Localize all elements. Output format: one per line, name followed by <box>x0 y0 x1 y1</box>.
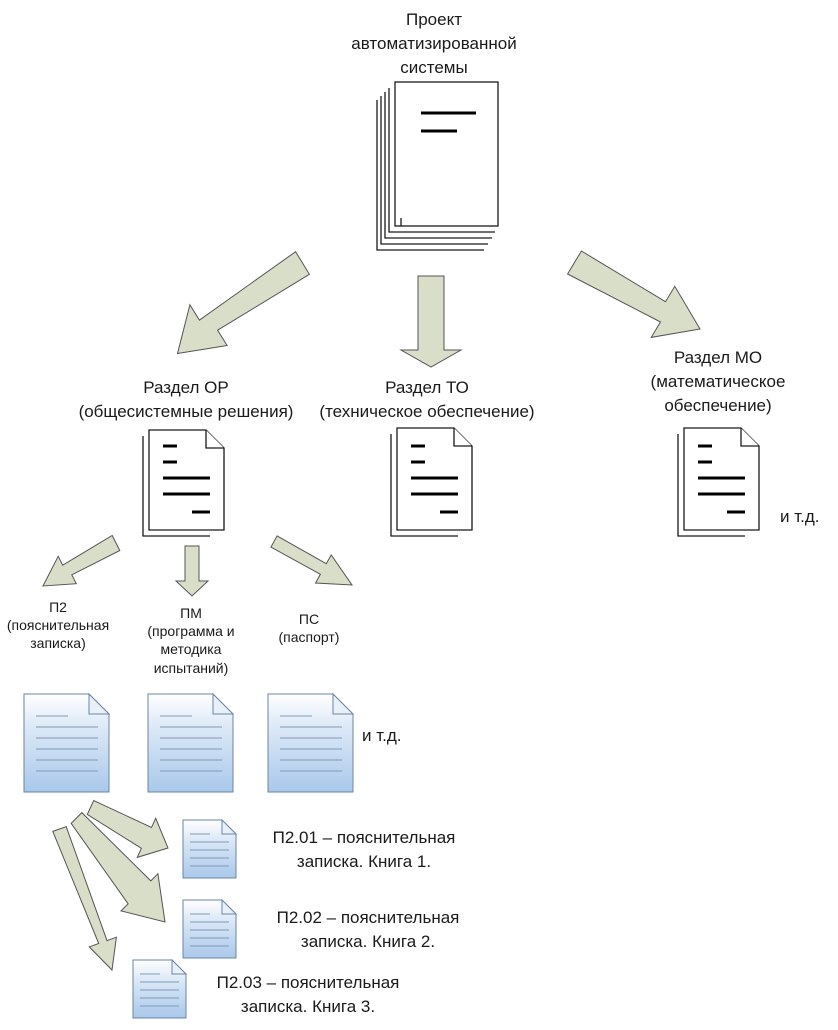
book-1-line-2: записка. Книга 1. <box>296 851 432 871</box>
arrow-root-to-mo <box>566 250 701 339</box>
arrows-or-to-subdocs <box>42 534 353 597</box>
section-label-mo: Раздел МО (математическое обеспечение) <box>618 346 818 417</box>
subdoc-label-p2: П2 (пояснительная записка) <box>2 598 114 653</box>
subdoc-p2-line-2: (пояснительная <box>6 617 110 634</box>
sections-etc-label: и т.д. <box>780 507 820 526</box>
stacked-document-icon <box>376 81 499 251</box>
blue-document-book3 <box>132 958 188 1019</box>
subdocs-etc-label: и т.д. <box>362 726 402 745</box>
blue-document-book2 <box>182 898 238 959</box>
book-label-3: П2.03 – пояснительная записка. Книга 3. <box>202 971 414 1019</box>
blue-document-pm <box>147 692 235 793</box>
section-label-or: Раздел ОР (общесистемные решения) <box>58 376 314 424</box>
book-2-line-2: записка. Книга 2. <box>300 931 436 951</box>
section-to-line-1: Раздел ТО <box>385 378 469 397</box>
section-document-mo <box>677 427 760 537</box>
blue-document-ps <box>267 692 355 793</box>
subdoc-ps-line-2: (паспорт) <box>278 629 340 646</box>
book-2-line-1: П2.02 – пояснительная <box>276 908 460 927</box>
subdoc-pm-line-4: испытаний) <box>153 659 229 676</box>
subdoc-label-pm: ПМ (программа и методика испытаний) <box>130 604 252 677</box>
root-label-line-2: автоматизированной <box>351 33 517 53</box>
section-mo-line-3: обеспечение) <box>664 395 772 415</box>
arrows-p2-to-books <box>52 799 169 972</box>
arrow-or-to-p2 <box>42 534 121 587</box>
arrow-root-to-or <box>176 250 311 355</box>
section-document-to <box>390 427 473 537</box>
subdoc-pm-line-3: методика <box>160 641 222 658</box>
arrow-p2-to-book3 <box>52 825 118 972</box>
arrow-or-to-ps <box>270 535 353 586</box>
book-label-2: П2.02 – пояснительная записка. Книга 2. <box>262 906 474 954</box>
subdoc-ps-line-1: ПС <box>298 611 320 627</box>
section-to-line-2: (техническое обеспечение) <box>319 401 535 421</box>
root-label-line-3: системы <box>400 57 468 77</box>
subdoc-label-ps: ПС (паспорт) <box>262 610 356 646</box>
section-or-line-2: (общесистемные решения) <box>78 401 294 421</box>
blue-document-p2 <box>23 692 111 793</box>
arrow-or-to-pm <box>174 545 210 597</box>
book-1-line-1: П2.01 – пояснительная <box>272 828 456 847</box>
root-label: Проект автоматизированной системы <box>334 8 534 79</box>
subdoc-p2-line-3: записка) <box>30 635 86 652</box>
arrow-p2-to-book2 <box>70 811 166 923</box>
section-document-or <box>142 429 225 537</box>
subdoc-p2-line-1: П2 <box>49 599 67 615</box>
root-label-line-1: Проект <box>406 10 462 29</box>
arrow-p2-to-book1 <box>86 799 169 859</box>
section-mo-line-1: Раздел МО <box>673 348 763 367</box>
section-or-line-1: Раздел ОР <box>143 378 229 397</box>
blue-document-book1 <box>182 818 238 879</box>
book-3-line-1: П2.03 – пояснительная <box>216 973 400 992</box>
section-label-to: Раздел ТО (техническое обеспечение) <box>300 376 554 424</box>
section-mo-line-2: (математическое <box>650 371 786 391</box>
subdoc-pm-line-1: ПМ <box>180 605 202 621</box>
book-label-1: П2.01 – пояснительная записка. Книга 1. <box>258 826 470 874</box>
arrow-root-to-to <box>399 275 463 368</box>
subdoc-pm-line-2: (программа и <box>147 623 235 640</box>
book-3-line-2: записка. Книга 3. <box>240 996 376 1016</box>
arrows-root-to-sections <box>176 250 701 368</box>
